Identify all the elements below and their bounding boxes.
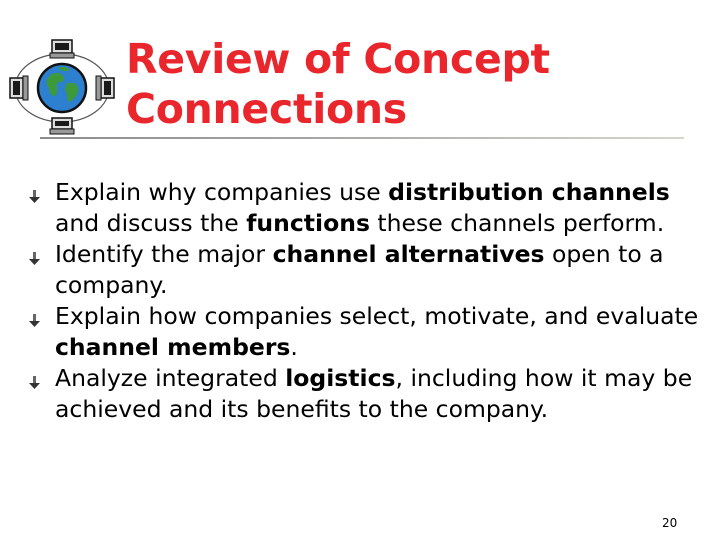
bullet-bold-term: distribution channels	[388, 178, 670, 206]
bullet-list: Explain why companies use distribution c…	[25, 177, 705, 425]
arrow-down-bullet-icon	[29, 190, 40, 203]
bullet-text: open to a company.	[55, 240, 664, 299]
bullet-text: Analyze integrated	[55, 364, 286, 392]
bullet-item-distribution-channels: Explain why companies use distribution c…	[25, 177, 705, 239]
bullet-item-logistics: Analyze integrated logistics, including …	[25, 363, 705, 425]
bullet-text: and discuss the	[55, 209, 247, 237]
bullet-text: , including how it may be achieved and i…	[55, 364, 693, 423]
bullet-bold-term: channel members	[55, 333, 291, 361]
title-line-2: Connections	[126, 85, 407, 133]
title-divider	[40, 137, 684, 139]
globe-computers-logo	[9, 39, 115, 135]
arrow-down-bullet-icon	[29, 252, 40, 265]
slide-title: Review of Concept Connections	[126, 34, 550, 134]
bullet-bold-term: channel alternatives	[272, 240, 545, 268]
bullet-item-channel-alternatives: Identify the major channel alternatives …	[25, 239, 705, 301]
bullet-bold-term: functions	[246, 209, 370, 237]
bullet-text: these channels perform.	[369, 209, 665, 237]
bullet-text: Identify the major	[55, 240, 273, 268]
arrow-down-bullet-icon	[29, 376, 40, 389]
arrow-down-bullet-icon	[29, 314, 40, 327]
bullet-text: .	[290, 333, 298, 361]
page-number: 20	[662, 516, 678, 530]
bullet-item-channel-members: Explain how companies select, motivate, …	[25, 301, 705, 363]
bullet-bold-term: logistics	[285, 364, 396, 392]
bullet-text: Explain why companies use	[55, 178, 389, 206]
bullet-text: Explain how companies select, motivate, …	[55, 302, 699, 330]
title-line-1: Review of Concept	[126, 35, 550, 83]
